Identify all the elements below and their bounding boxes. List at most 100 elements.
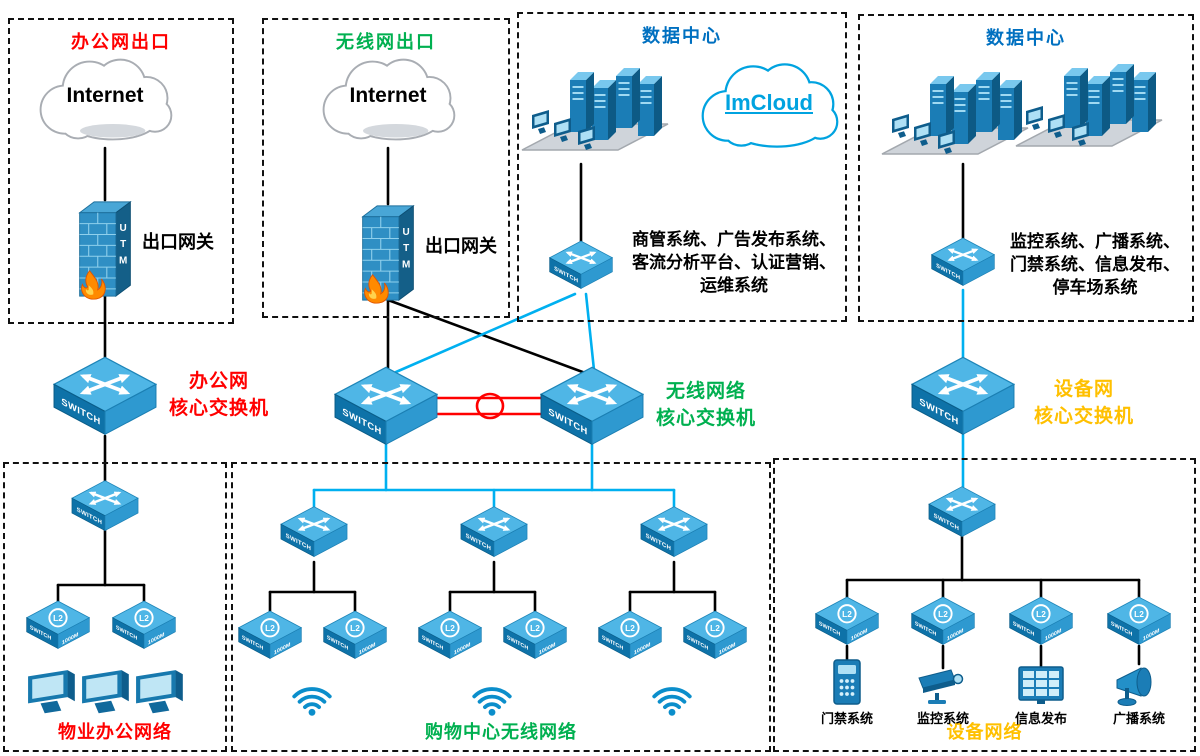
l2-switch-icon [323, 610, 387, 666]
workstation-1 [26, 668, 80, 718]
access-switch-wifi-3 [640, 506, 708, 564]
wifi-icon [469, 676, 515, 718]
core-switch-office [53, 356, 157, 446]
l2-switch-icon [1107, 596, 1171, 652]
l2-switch-wifi-1a [238, 610, 302, 666]
access-switch-property [71, 480, 139, 538]
core-label-wireless: 无线网络 核心交换机 [650, 378, 762, 432]
workstation-2 [80, 668, 134, 718]
zone-label-property-office: 物业办公网络 [58, 722, 172, 742]
switch-icon [460, 506, 528, 564]
gateway-label-office: 出口网关 [142, 232, 214, 252]
zone-mall-wireless: 购物中心无线网络 [231, 462, 771, 752]
utm-firewall-icon [359, 202, 417, 304]
wifi-signal-1 [289, 676, 335, 718]
broadcast-speaker-device [1113, 662, 1165, 708]
internet-label-office: Internet [66, 84, 144, 107]
access-switch-wifi-2 [460, 506, 528, 564]
l2-switch-property-1 [26, 600, 90, 656]
dc2-systems-text: 监控系统、广播系统、门禁系统、信息发布、停车场系统 [1010, 232, 1180, 297]
switch-icon [640, 506, 708, 564]
access-switch-device [928, 486, 996, 544]
switch-icon [928, 486, 996, 544]
core-label-device-line1: 设备网 [1053, 379, 1114, 400]
camera-icon [915, 666, 971, 706]
l2-switch-icon [26, 600, 90, 656]
info-display-icon [1017, 664, 1065, 706]
l2-switch-icon [112, 600, 176, 656]
utm-firewall-icon [76, 198, 134, 300]
l2-switch-icon [911, 596, 975, 652]
gateway-label-wireless: 出口网关 [425, 236, 497, 256]
zone-datacenter-device: 数据中心 [858, 14, 1194, 322]
workstation-icon [134, 668, 188, 718]
imcloud: ImCloud [690, 50, 848, 162]
workstation-icon [26, 668, 80, 718]
access-control-icon [829, 658, 865, 706]
internet-label-wireless: Internet [349, 84, 427, 107]
wifi-signal-2 [469, 676, 515, 718]
switch-dc2 [931, 237, 995, 293]
l2-switch-wifi-3b [683, 610, 747, 666]
core-label-device: 设备网 核心交换机 [1026, 376, 1142, 430]
info-display-device [1017, 664, 1065, 706]
core-label-office: 办公网 核心交换机 [160, 368, 278, 422]
switch-icon [280, 506, 348, 564]
wifi-icon [289, 676, 335, 718]
access-control-device [829, 658, 865, 706]
device-label-cctv: 监控系统 [916, 711, 969, 726]
l2-switch-device-3 [1009, 596, 1073, 652]
core-switch-device [911, 356, 1015, 446]
l2-switch-device-2 [911, 596, 975, 652]
zone-office-exit: 办公网出口 [8, 18, 234, 324]
l2-switch-icon [503, 610, 567, 666]
zone-wireless-exit: 无线网出口 [262, 18, 510, 318]
l2-switch-icon [815, 596, 879, 652]
l2-switch-wifi-3a [598, 610, 662, 666]
l2-switch-device-1 [815, 596, 879, 652]
core-label-wireless-line2: 核心交换机 [655, 408, 756, 429]
wifi-icon [649, 676, 695, 718]
zone-datacenter-wireless: 数据中心 [517, 12, 847, 322]
zone-device-network: 设备网络 [773, 458, 1196, 752]
core-label-wireless-line1: 无线网络 [665, 381, 746, 402]
server-cluster-dc1 [520, 54, 670, 166]
switch-icon [334, 366, 438, 456]
switch-icon [53, 356, 157, 446]
cctv-camera-device [915, 666, 971, 706]
access-switch-wifi-1 [280, 506, 348, 564]
workstation-3 [134, 668, 188, 718]
speaker-icon [1113, 662, 1165, 708]
utm-gateway-office [76, 198, 134, 300]
l2-switch-property-2 [112, 600, 176, 656]
l2-switch-wifi-1b [323, 610, 387, 666]
l2-switch-icon [238, 610, 302, 666]
l2-switch-icon [683, 610, 747, 666]
zone-title-datacenter-device: 数据中心 [986, 28, 1066, 48]
imcloud-label: ImCloud [725, 90, 813, 115]
zone-title-wireless-exit: 无线网出口 [336, 32, 436, 52]
server-cluster-icon [520, 54, 670, 166]
internet-cloud-office: Internet [25, 50, 185, 150]
zone-title-datacenter-wireless: 数据中心 [642, 26, 722, 46]
core-switch-wireless-right [540, 366, 644, 456]
switch-dc1 [549, 240, 613, 296]
l2-switch-wifi-2a [418, 610, 482, 666]
core-label-office-line2: 核心交换机 [168, 398, 269, 419]
l2-switch-icon [1009, 596, 1073, 652]
switch-icon [549, 240, 613, 296]
switch-icon [931, 237, 995, 293]
l2-switch-wifi-2b [503, 610, 567, 666]
l2-switch-icon [418, 610, 482, 666]
core-label-office-line1: 办公网 [188, 371, 249, 392]
wifi-signal-3 [649, 676, 695, 718]
core-label-device-line2: 核心交换机 [1033, 406, 1134, 427]
server-cluster-dc2-right [1014, 50, 1164, 162]
l2-switch-device-4 [1107, 596, 1171, 652]
device-label-access-control: 门禁系统 [820, 711, 873, 726]
switch-icon [71, 480, 139, 538]
server-cluster-icon [880, 58, 1030, 170]
switch-icon [911, 356, 1015, 446]
zone-property-office: 物业办公网络 [3, 462, 227, 752]
